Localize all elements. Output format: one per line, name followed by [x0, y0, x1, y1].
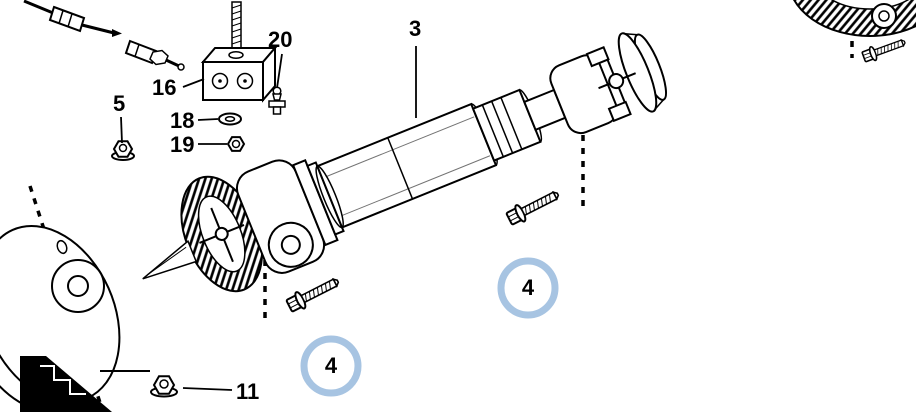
hex-nut-19 [226, 136, 246, 152]
flange-bolt-lower [284, 272, 343, 316]
mating-flange [792, 0, 916, 37]
grease-fitting [268, 86, 286, 115]
callout-19: 19 [170, 132, 195, 157]
callout-3: 3 [409, 16, 422, 41]
callout-16: 16 [152, 75, 177, 100]
stud-bolt [231, 1, 242, 49]
hex-nut-11 [150, 375, 178, 398]
bearing-block [200, 45, 278, 103]
callout-4-upper: 4 [521, 275, 535, 300]
callout-20: 20 [268, 27, 293, 52]
callout-11: 11 [236, 379, 260, 404]
flange-bolt-top-right [860, 34, 908, 65]
cable-assembly [23, 0, 185, 71]
callout-18: 18 [170, 108, 195, 133]
callout-4-lower: 4 [324, 353, 338, 378]
frame-bracket [20, 356, 150, 412]
flange-bolt-upper [504, 185, 563, 229]
hex-nut-5 [111, 140, 135, 161]
highlight-circle-upper [497, 257, 559, 319]
callout-5: 5 [113, 91, 126, 116]
washer-18 [218, 112, 242, 126]
highlight-circle-lower [300, 335, 362, 397]
drive-flange [0, 185, 121, 412]
leader-lines [120, 46, 417, 391]
propeller-shaft [142, 32, 668, 293]
